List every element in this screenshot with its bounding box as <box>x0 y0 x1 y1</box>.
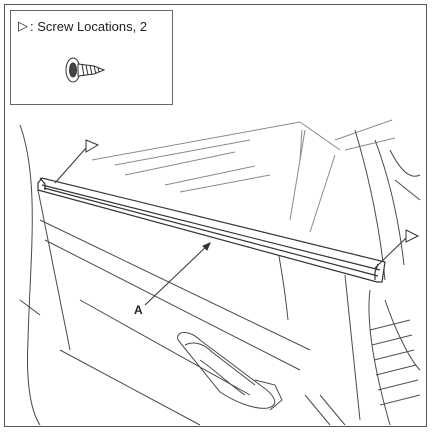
outer-frame <box>4 4 427 427</box>
triangle-marker-icon: ▷ <box>18 18 28 33</box>
legend-text: : Screw Locations, 2 <box>30 18 148 34</box>
door-handle <box>177 332 283 411</box>
legend-box <box>10 10 173 105</box>
door-belt-moulding <box>37 177 386 283</box>
door-body-lines <box>19 124 421 426</box>
screw-icon <box>65 57 106 83</box>
triangle-marker-icon <box>54 139 420 269</box>
leader-line-a <box>144 242 211 306</box>
callout-label-a: A <box>134 303 143 317</box>
window-lines <box>91 119 396 233</box>
legend-label: ▷ : Screw Locations, 2 <box>18 18 147 34</box>
